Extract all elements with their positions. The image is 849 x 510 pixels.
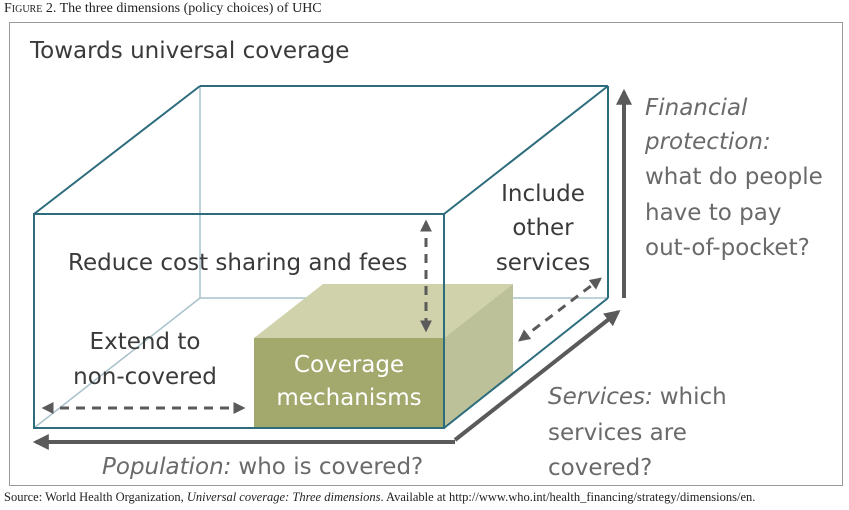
financial-line-5: out-of-pocket? bbox=[645, 235, 810, 261]
inner-dashed-arrows bbox=[41, 219, 602, 414]
population-label: Population: who is covered? bbox=[102, 454, 423, 480]
coverage-mechanisms-label: Coverage mechanisms bbox=[276, 352, 421, 411]
coverage-line-1: Coverage bbox=[294, 352, 404, 378]
include-services-label: Include other services bbox=[496, 181, 590, 276]
financial-line-2: protection: bbox=[644, 129, 771, 155]
reduce-cost-label: Reduce cost sharing and fees bbox=[68, 250, 407, 276]
financial-protection-label: Financial protection: what do people hav… bbox=[644, 95, 823, 261]
source-note: Source: World Health Organization, Unive… bbox=[4, 490, 755, 505]
figure-frame bbox=[9, 22, 843, 486]
source-prefix: Source: World Health Organization, bbox=[4, 490, 187, 504]
services-line-3: covered? bbox=[548, 455, 652, 481]
extend-line-2: non-covered bbox=[73, 364, 217, 390]
figure-label: Figure 2. bbox=[4, 1, 57, 16]
services-line-1: which bbox=[660, 384, 727, 410]
coverage-line-2: mechanisms bbox=[276, 385, 421, 411]
diagram-title: Towards universal coverage bbox=[29, 38, 349, 64]
include-line-3: services bbox=[496, 250, 590, 276]
extend-label: Extend to non-covered bbox=[73, 329, 217, 390]
coverage-mechanisms-box bbox=[254, 284, 513, 428]
population-rest: who is covered? bbox=[238, 454, 423, 480]
svg-text:Services:which: Services: which bbox=[548, 384, 727, 410]
other-services-arrow bbox=[518, 277, 602, 342]
figure-caption-text: The three dimensions (policy choices) of… bbox=[59, 1, 322, 16]
financial-line-1: Financial bbox=[645, 95, 748, 121]
figure-caption: Figure 2. The three dimensions (policy c… bbox=[4, 1, 322, 17]
services-line-2: services are bbox=[548, 420, 687, 446]
financial-line-4: have to pay bbox=[645, 200, 781, 226]
services-italic: Services: bbox=[548, 384, 653, 410]
population-italic: Population: bbox=[102, 454, 231, 480]
extend-line-1: Extend to bbox=[90, 329, 201, 355]
services-label: Services: which services are covered? bbox=[548, 384, 727, 481]
financial-line-3: what do people bbox=[645, 164, 823, 190]
source-title: Universal coverage: Three dimensions bbox=[186, 490, 381, 504]
box-front-edges bbox=[33, 85, 609, 429]
include-line-2: other bbox=[512, 215, 574, 241]
source-suffix: . Available at http://www.who.int/health… bbox=[380, 490, 756, 504]
include-line-1: Include bbox=[501, 181, 585, 207]
